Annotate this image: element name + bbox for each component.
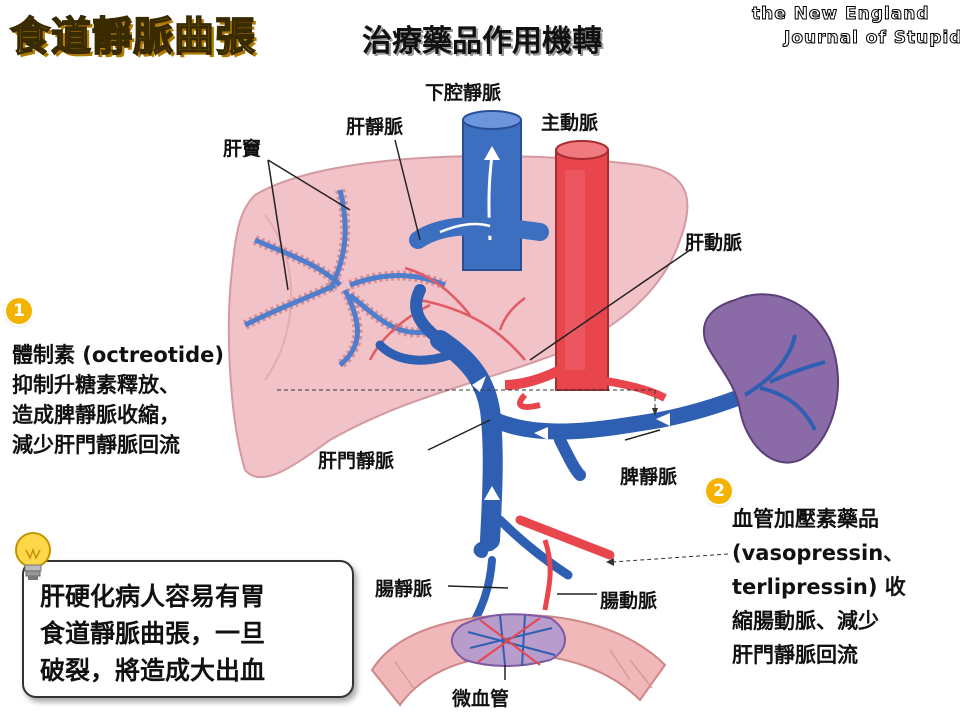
dash-line-1 xyxy=(277,389,656,410)
tip-line3: 破裂，將造成大出血 xyxy=(40,656,266,685)
label-mesenteric-vein: 腸靜脈 xyxy=(375,578,433,600)
label-splenic-vein: 脾靜脈 xyxy=(620,466,678,488)
label-hepatic-vein: 肝靜脈 xyxy=(346,116,404,138)
note2-line5: 肝門靜脈回流 xyxy=(732,643,858,667)
note2-line1: 血管加壓素藥品 xyxy=(732,507,879,531)
spleen xyxy=(702,293,839,464)
title-sub: 治療藥品作用機轉 xyxy=(362,24,602,59)
note2-line3: terlipressin) 收 xyxy=(732,575,906,599)
capillary-bed xyxy=(450,613,566,667)
journal-logo-line1: the New England xyxy=(752,4,930,25)
note1-line1: 體制素 (octreotide) xyxy=(12,343,224,367)
portal-vein-system xyxy=(375,284,753,624)
note1-line3: 造成脾靜脈收縮， xyxy=(12,403,180,427)
tip-line2: 食道靜脈曲張，一旦 xyxy=(40,619,266,648)
label-mesenteric-artery: 腸動脈 xyxy=(600,590,658,612)
journal-logo-line2: Journal of Stupid xyxy=(783,28,960,49)
label-hepatic-sinusoid: 肝竇 xyxy=(223,138,262,160)
label-inferior-vena-cava: 下腔靜脈 xyxy=(425,82,502,104)
note2-line2: (vasopressin、 xyxy=(732,541,905,565)
label-portal-vein: 肝門靜脈 xyxy=(318,450,395,472)
note1-badge: 1 xyxy=(6,298,32,324)
title-main: 食道靜脈曲張 xyxy=(9,13,256,61)
tip-box xyxy=(22,560,354,698)
mesenteric-artery xyxy=(515,515,615,560)
note1-line4: 減少肝門靜脈回流 xyxy=(12,433,180,457)
inferior-vena-cava xyxy=(462,119,522,271)
dash-line-2 xyxy=(611,553,729,563)
note2-line4: 縮腸動脈、減少 xyxy=(732,609,879,633)
label-hepatic-artery: 肝動脈 xyxy=(685,232,743,254)
tip-line1: 肝硬化病人容易有胃 xyxy=(40,582,266,611)
tip-text: 肝硬化病人容易有胃 食道靜脈曲張，一旦 破裂，將造成大出血 xyxy=(40,578,265,689)
note2-badge: 2 xyxy=(706,478,732,504)
lightbulb-icon xyxy=(15,532,51,580)
label-aorta: 主動脈 xyxy=(541,112,599,134)
note1-line2: 抑制升糖素釋放、 xyxy=(12,373,180,397)
label-capillaries: 微血管 xyxy=(452,688,510,710)
